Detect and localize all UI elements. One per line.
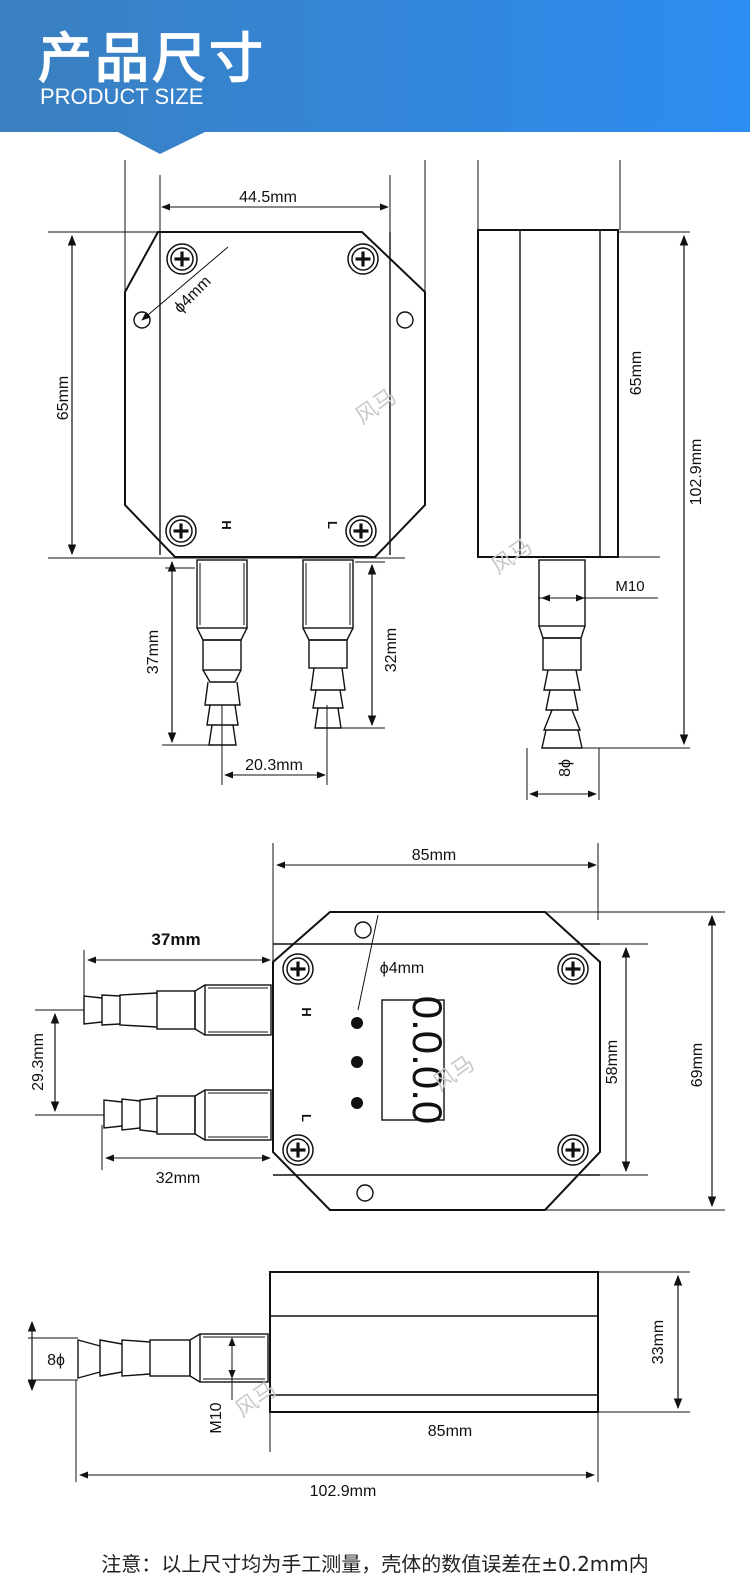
display-front-view bbox=[35, 843, 725, 1211]
screw-icon bbox=[165, 515, 197, 547]
indicator-dot bbox=[351, 1056, 363, 1068]
watermark: 风马 bbox=[487, 533, 537, 579]
dim-port-37: 37mm bbox=[145, 630, 162, 674]
screw-icon bbox=[347, 243, 379, 275]
dim-display-port-37: 37mm bbox=[151, 930, 200, 949]
top-side-view bbox=[477, 160, 690, 800]
dim-display-width: 85mm bbox=[412, 847, 456, 864]
port-h-label: H bbox=[219, 520, 234, 529]
display-port-l-label: L bbox=[299, 1114, 314, 1122]
dim-side-total: 102.9mm bbox=[688, 439, 705, 506]
page-title: 产品尺寸 bbox=[38, 27, 266, 90]
dim-side-body: 65mm bbox=[628, 351, 645, 395]
display-port-h-label: H bbox=[299, 1007, 314, 1016]
dim-display-port-32: 32mm bbox=[156, 1170, 200, 1187]
watermark: 风马 bbox=[351, 383, 401, 429]
top-front-view bbox=[48, 160, 426, 785]
dim-bottom-total: 102.9mm bbox=[310, 1483, 377, 1500]
dim-bottom-thread: M10 bbox=[208, 1402, 225, 1433]
dim-bottom-thickness: 33mm bbox=[650, 1320, 667, 1364]
dim-port-32: 32mm bbox=[383, 628, 400, 672]
dim-side-barb: 8ϕ bbox=[557, 759, 574, 777]
dim-port-spacing: 20.3mm bbox=[245, 757, 303, 774]
dim-bottom-barb: 8ϕ bbox=[47, 1352, 65, 1369]
watermark: 风马 bbox=[231, 1376, 281, 1422]
display-side-view bbox=[27, 1271, 690, 1482]
screw-icon bbox=[282, 1134, 314, 1166]
indicator-dot bbox=[351, 1017, 363, 1029]
screw-icon bbox=[282, 953, 314, 985]
display-digits: 0.0.0.0 bbox=[404, 996, 451, 1124]
page-subtitle: PRODUCT SIZE bbox=[40, 84, 204, 109]
dim-top-hole: ϕ4mm bbox=[171, 273, 214, 316]
indicator-dot bbox=[351, 1097, 363, 1109]
port-l-label: L bbox=[325, 521, 340, 529]
dim-top-height: 65mm bbox=[55, 376, 72, 420]
header-banner bbox=[0, 0, 750, 154]
measurement-note: 注意：以上尺寸均为手工测量，壳体的数值误差在±0.2mm内 bbox=[101, 1552, 649, 1576]
dim-display-hole: ϕ4mm bbox=[380, 960, 425, 977]
dim-top-width: 44.5mm bbox=[239, 189, 297, 206]
dim-display-inner: 58mm bbox=[604, 1040, 621, 1084]
dim-display-outer: 69mm bbox=[689, 1043, 706, 1087]
dim-bottom-body: 85mm bbox=[428, 1423, 472, 1440]
screw-icon bbox=[557, 1134, 589, 1166]
screw-icon bbox=[557, 953, 589, 985]
dim-display-spacing: 29.3mm bbox=[30, 1033, 47, 1091]
screw-icon bbox=[345, 515, 377, 547]
dim-side-thread: M10 bbox=[615, 578, 644, 595]
screw-icon bbox=[166, 243, 198, 275]
